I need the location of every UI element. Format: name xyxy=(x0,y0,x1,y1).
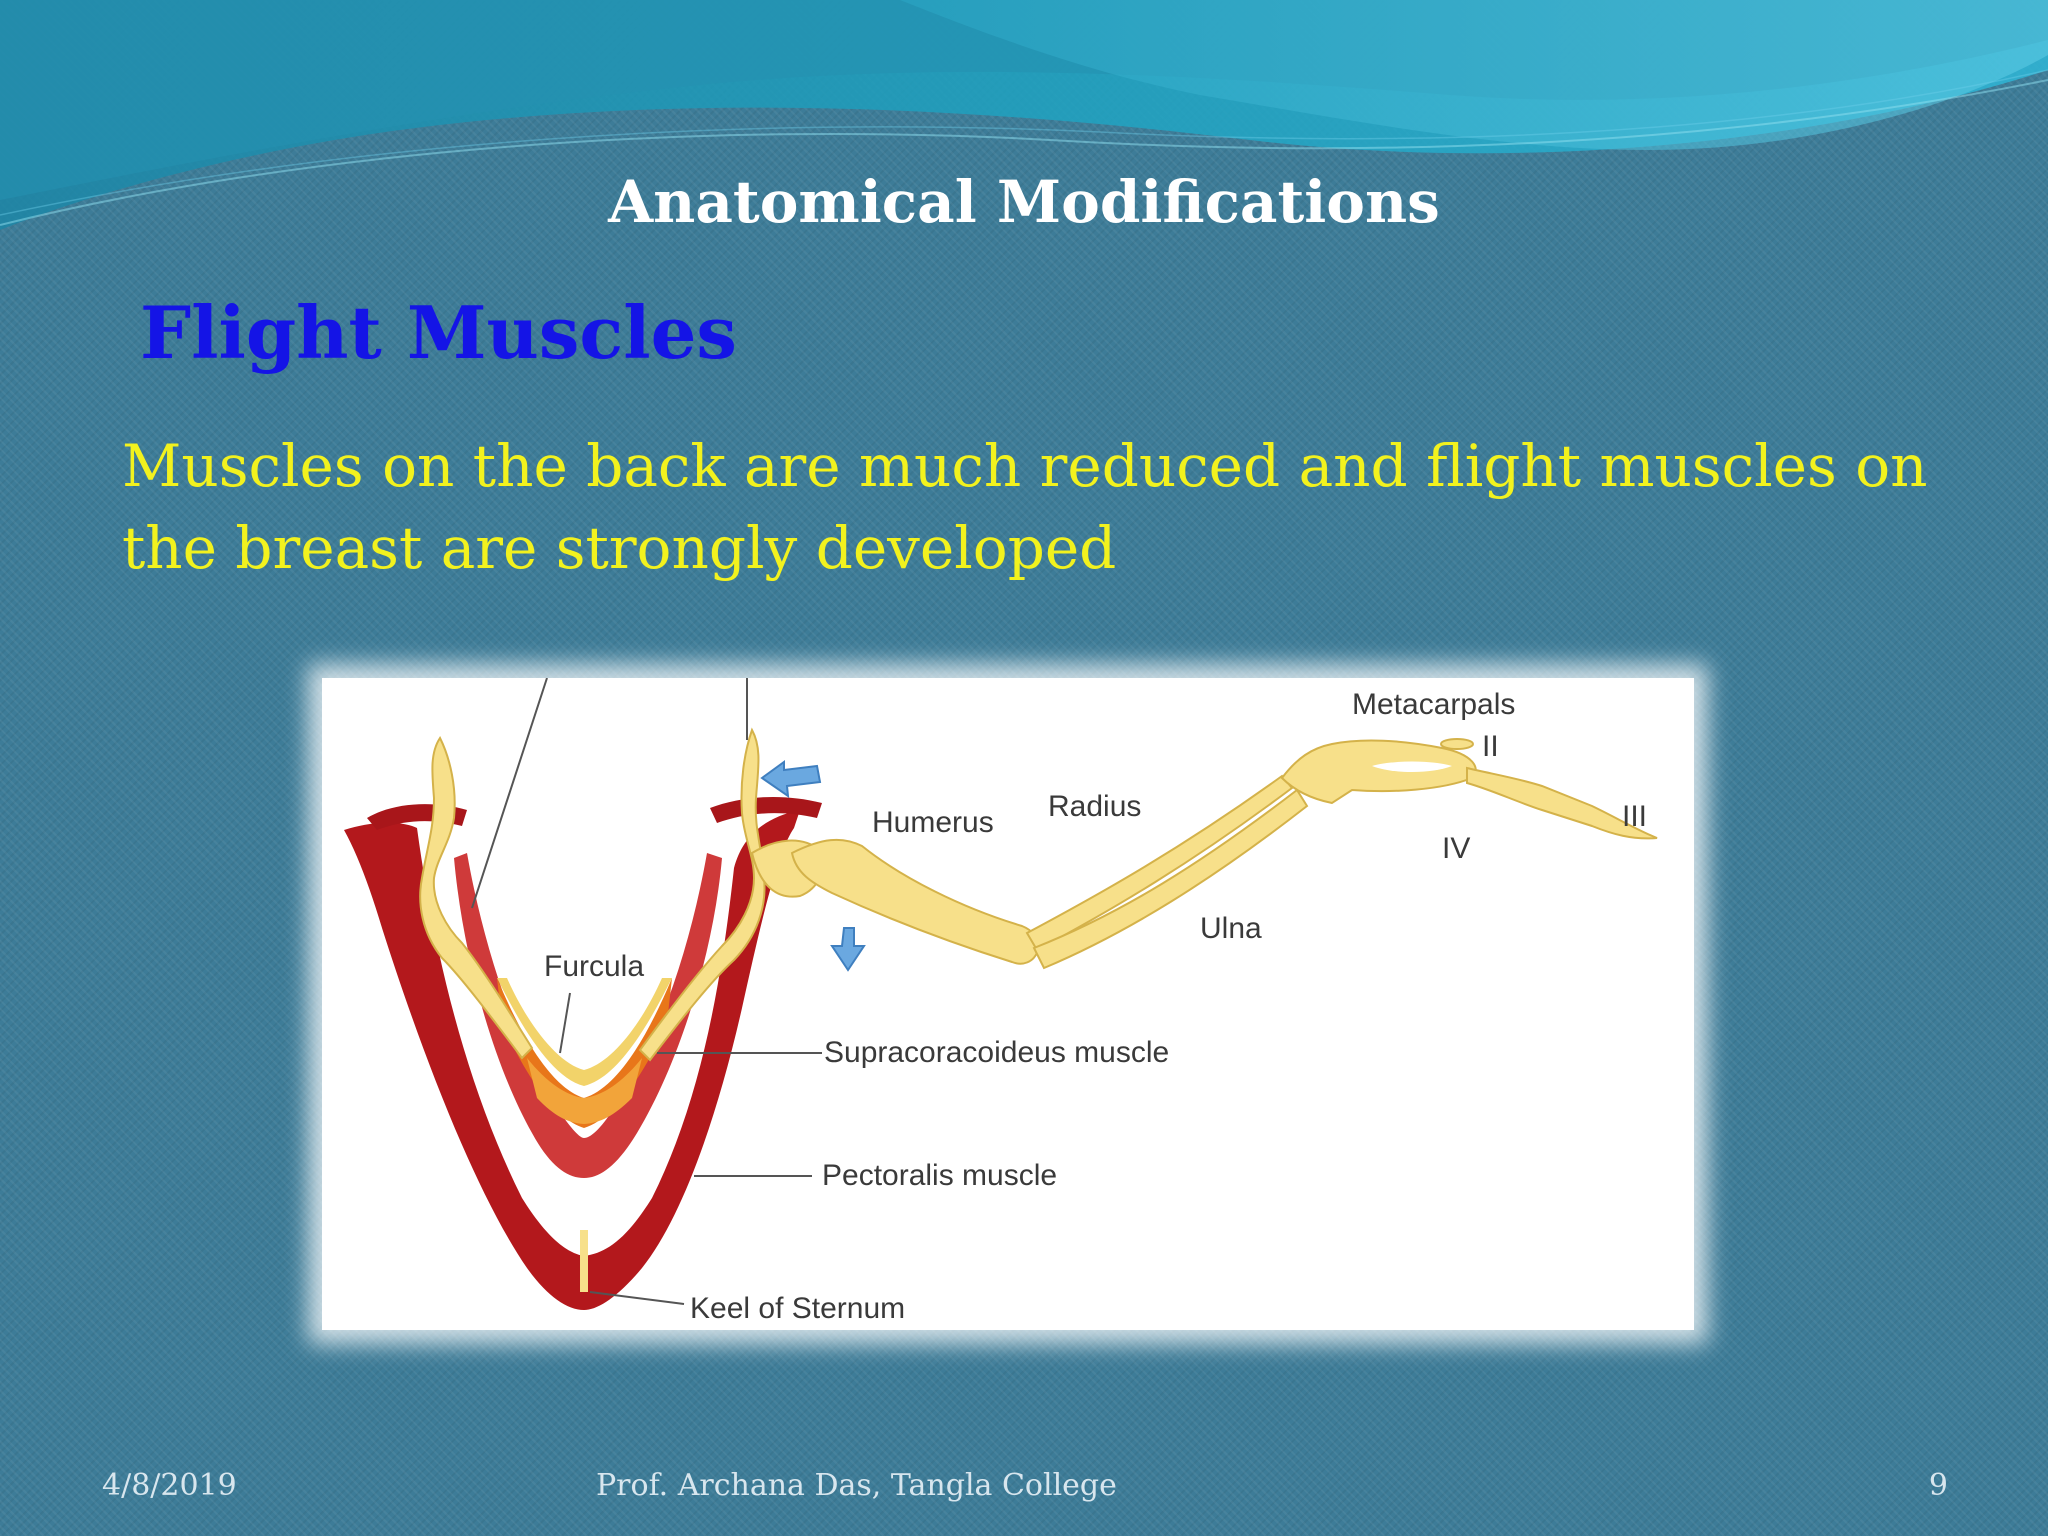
header-wave-decoration xyxy=(0,0,2048,230)
label-radius: Radius xyxy=(1048,790,1141,823)
downstroke-arrow-icon xyxy=(830,927,866,972)
footer-date: 4/8/2019 xyxy=(102,1468,237,1503)
slide-title: Anatomical Modifications xyxy=(608,168,1440,236)
label-digit-iv: IV xyxy=(1442,832,1470,865)
label-humerus: Humerus xyxy=(872,806,994,839)
slide-body-text: Muscles on the back are much reduced and… xyxy=(122,432,1928,582)
label-keel: Keel of Sternum xyxy=(690,1292,905,1325)
label-digit-ii: II xyxy=(1482,730,1499,763)
slide-subtitle: Flight Muscles xyxy=(140,290,737,375)
footer-page-number: 9 xyxy=(1928,1468,1948,1503)
radius-bone xyxy=(1025,774,1294,952)
ulna-bone xyxy=(1032,788,1309,970)
keel-shape xyxy=(580,1230,588,1292)
metacarpals-bone xyxy=(1280,739,1477,805)
flight-muscles-diagram: Metacarpals II III IV Humerus Radius Uln… xyxy=(322,678,1694,1330)
digit-bone xyxy=(1466,766,1658,840)
upstroke-arrow-icon xyxy=(760,760,822,799)
furcula-bone xyxy=(497,978,672,1086)
label-pectoralis: Pectoralis muscle xyxy=(822,1159,1057,1192)
pectoralis-muscle-shape xyxy=(344,810,800,1310)
left-coracoid-bone xyxy=(419,736,534,1060)
label-metacarpals: Metacarpals xyxy=(1352,688,1515,721)
label-supracoracoideus: Supracoracoideus muscle xyxy=(824,1036,1169,1069)
label-ulna: Ulna xyxy=(1200,912,1262,945)
footer-author: Prof. Archana Das, Tangla College xyxy=(596,1468,1117,1503)
right-coracoid-bone xyxy=(638,727,766,1062)
humerus-bone xyxy=(790,838,1040,965)
label-furcula: Furcula xyxy=(544,950,644,983)
label-digit-iii: III xyxy=(1622,800,1647,833)
